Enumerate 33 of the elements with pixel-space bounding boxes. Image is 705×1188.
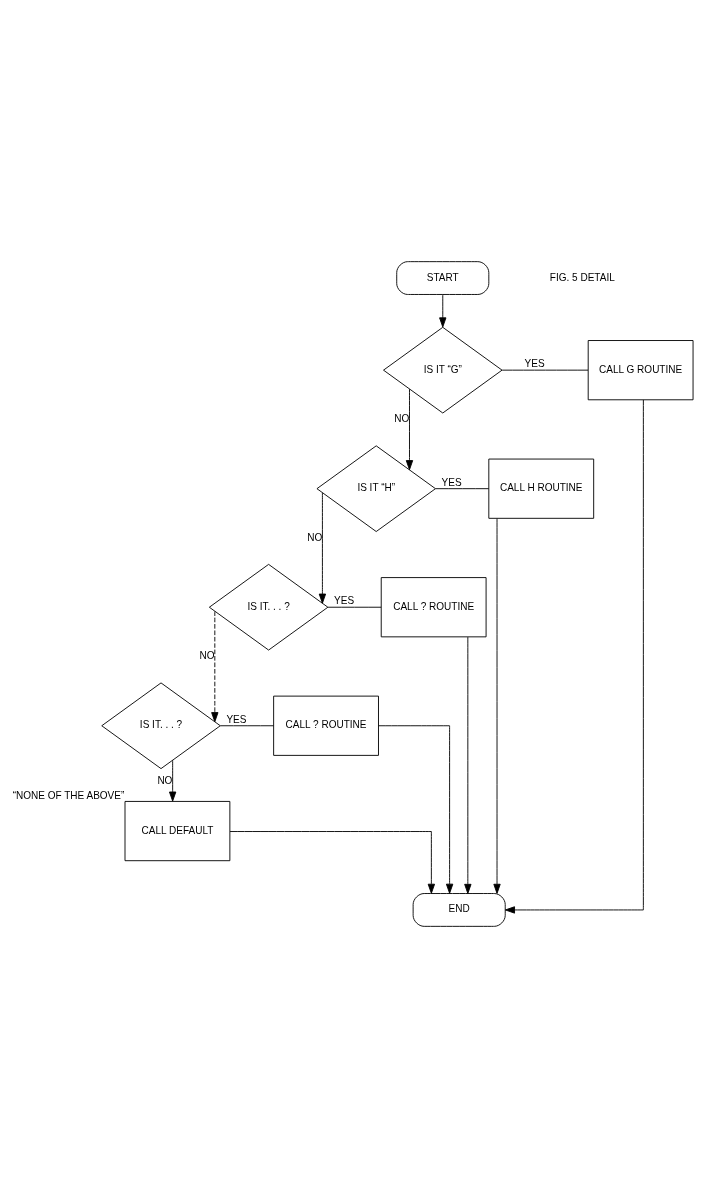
connector [501,369,589,371]
node-box: CALL H ROUTINE [488,458,595,519]
node-box: CALL DEFAULT [124,801,231,862]
arrow [318,492,327,604]
edge-label: NO [307,531,323,543]
arrow [169,759,177,802]
node-diamond: IS IT “H” [316,445,436,532]
arrow [464,636,472,894]
edge-label: YES [441,476,462,488]
node-label: “NONE OF THE ABOVE” [12,789,125,801]
node-box: CALL ? ROUTINE [273,695,379,756]
arrow [229,831,435,894]
arrow [504,399,644,914]
node-box: START [396,261,490,295]
arrow [439,294,447,328]
arrow [493,518,501,894]
node-box: CALL G ROUTINE [587,340,694,401]
node-box: CALL ? ROUTINE [380,577,487,638]
connector [219,725,274,727]
connector [327,606,382,608]
label: FIG. 5 DETAIL [549,271,615,283]
edge-label: NO [394,412,410,424]
node-box: END [412,893,506,927]
edge-label: YES [226,713,247,725]
arrow [405,388,414,471]
connector [435,488,490,490]
edge-label: NO [157,775,173,787]
arrow [211,611,219,723]
edge-label: YES [334,595,355,607]
edge-label: YES [524,358,545,370]
arrow [378,725,454,894]
node-diamond: IS IT “G” [383,326,503,414]
edge-label: NO [199,650,215,662]
